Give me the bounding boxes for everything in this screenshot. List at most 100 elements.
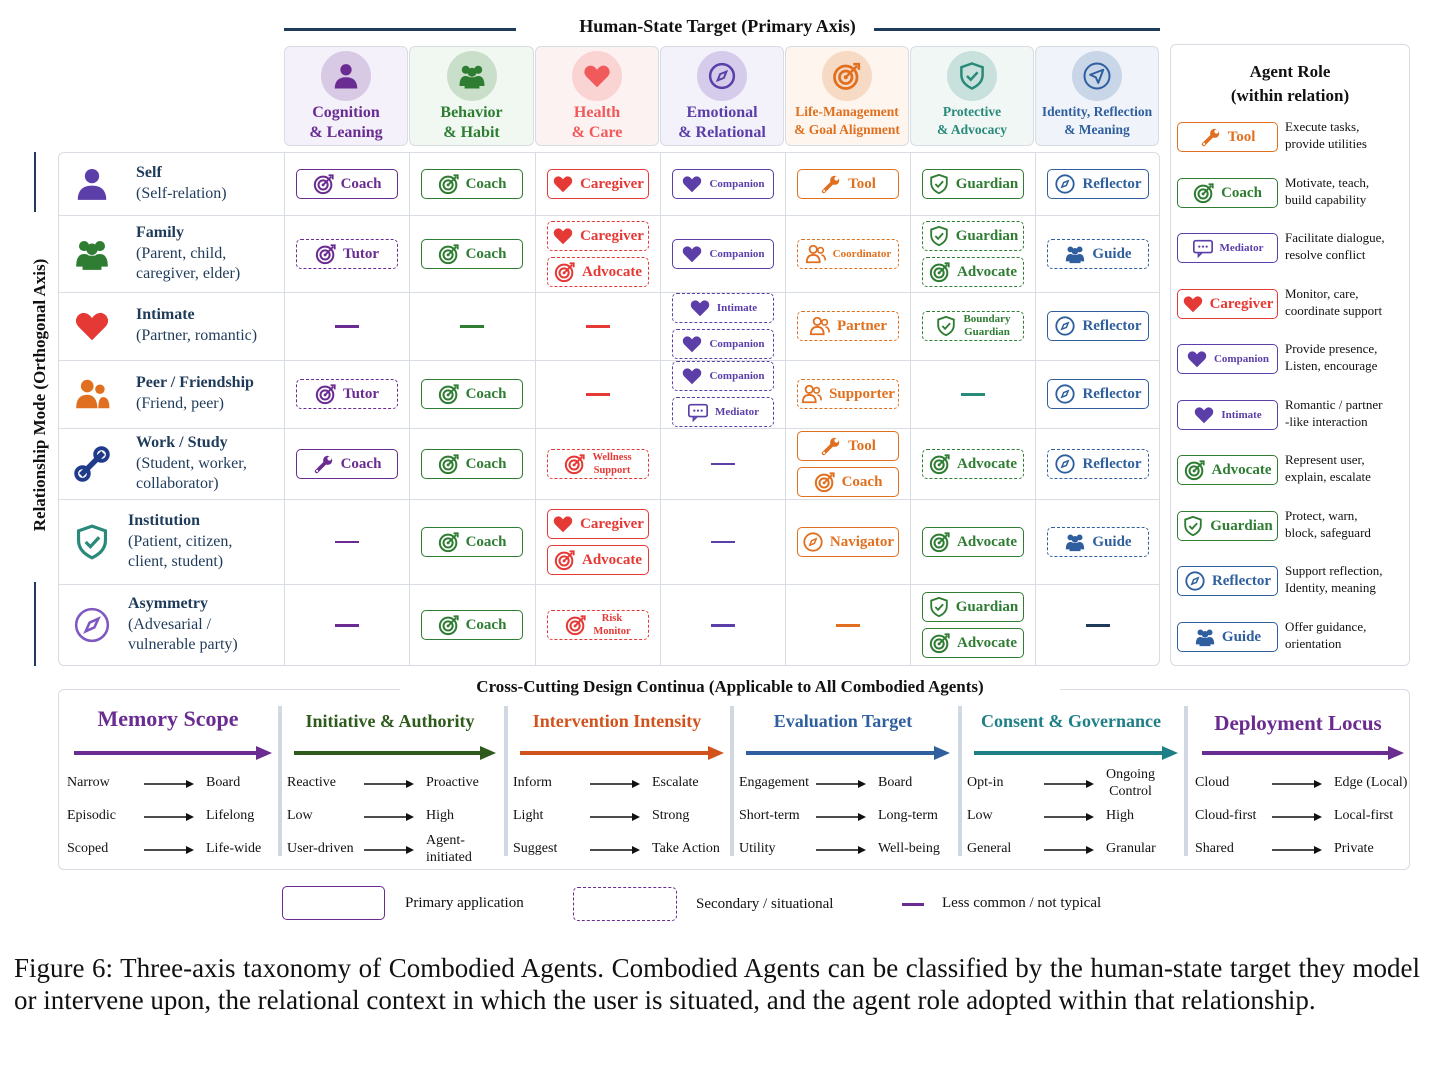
role-badge-label: Coach	[340, 175, 382, 192]
row-subtitle: (Friend, peer)	[136, 395, 224, 412]
heart-icon	[689, 297, 711, 319]
column-header: Identity, Reflection & Meaning	[1035, 46, 1159, 146]
continuum-low-end: Utility	[739, 841, 776, 856]
continuum-low-end: Engagement	[739, 775, 809, 790]
role-badge-label: Risk Monitor	[593, 613, 631, 637]
legend-primary-swatch	[282, 886, 385, 920]
friends-icon	[70, 372, 114, 416]
compass-icon	[1054, 173, 1076, 195]
role-badge: Guardian	[922, 592, 1024, 622]
role-badge: Navigator	[797, 527, 899, 557]
continuum-high-end: Proactive	[426, 775, 479, 790]
role-badge-label: Guide	[1221, 628, 1262, 645]
row-title: Self	[136, 164, 162, 181]
role-badge-label: Supporter	[829, 385, 895, 402]
continuum-small-arrow	[1272, 813, 1322, 821]
friends-icon	[809, 315, 831, 337]
grid-row-divider	[58, 292, 1160, 293]
role-badge: Reflector	[1047, 379, 1149, 409]
vertical-axis-rule-bottom	[34, 582, 36, 666]
people-icon	[70, 232, 114, 276]
grid-col-divider	[409, 152, 410, 666]
role-badge-label: Advocate	[957, 533, 1017, 550]
heart-icon	[552, 225, 574, 247]
row-subtitle: (Patient, citizen, client, student)	[128, 533, 233, 570]
not-typical-dash	[585, 393, 610, 396]
row-header: Institution (Patient, citizen, client, st…	[60, 499, 284, 584]
taxonomy-grid	[58, 152, 1160, 666]
continuum-low-end: User-driven	[287, 841, 354, 856]
role-badge-label: Coordinator	[832, 247, 892, 260]
role-badge-label: Caregiver	[580, 515, 644, 532]
role-badge: Tool	[797, 431, 899, 461]
continuum-high-end: Escalate	[652, 775, 699, 790]
continuum-small-arrow	[816, 780, 866, 788]
grid-col-divider	[535, 152, 536, 666]
role-badge-label: Coach	[465, 616, 507, 633]
heart-icon	[552, 173, 574, 195]
role-badge-label: Companion	[709, 369, 765, 382]
role-badge: Advocate	[547, 545, 649, 575]
compass-icon	[697, 51, 747, 101]
role-description: Represent user, explain, escalate	[1285, 452, 1371, 484]
continuum-low-end: Cloud-first	[1195, 808, 1257, 823]
continuum-small-arrow	[1272, 846, 1322, 854]
people-icon	[446, 51, 497, 101]
continuum-small-arrow	[590, 813, 640, 821]
target-icon	[1193, 182, 1215, 204]
grid-row-divider	[58, 215, 1160, 216]
role-description: Support reflection, Identity, meaning	[1285, 563, 1383, 595]
continuum-high-end: Take Action	[652, 841, 720, 856]
heart-icon	[681, 173, 703, 195]
target-icon	[438, 173, 460, 195]
row-title: Peer / Friendship	[136, 374, 254, 391]
continuum-arrow	[74, 746, 272, 760]
target-icon	[929, 531, 951, 553]
role-badge-label: Tutor	[342, 245, 380, 262]
row-subtitle: (Partner, romantic)	[136, 327, 258, 344]
role-badge: Guide	[1177, 622, 1278, 652]
continuum-arrow	[1202, 746, 1404, 760]
continua-separator	[958, 706, 962, 856]
grid-col-divider	[660, 152, 661, 666]
not-typical-dash	[710, 624, 735, 627]
role-description: Monitor, care, coordinate support	[1285, 286, 1383, 318]
role-badge-label: Coach	[465, 385, 507, 402]
role-badge: Companion	[672, 169, 774, 199]
column-header-label: Protective & Advocacy	[936, 104, 1008, 137]
row-title: Intimate	[136, 306, 195, 323]
grid-col-divider	[785, 152, 786, 666]
grid-row-divider	[58, 584, 1160, 585]
role-badge: Guardian	[922, 169, 1024, 199]
role-badge-label: Advocate	[957, 263, 1017, 280]
role-badge: Caregiver	[547, 509, 649, 539]
role-badge: Reflector	[1047, 449, 1149, 479]
row-header: Asymmetry(Advesarial / vulnerable party)	[60, 584, 284, 666]
row-title: Institution	[128, 512, 201, 529]
continuum-small-arrow	[1272, 780, 1322, 788]
chat-icon	[687, 401, 709, 423]
role-badge: Mediator	[672, 397, 774, 427]
role-badge: Risk Monitor	[547, 610, 649, 640]
people-icon	[1064, 243, 1086, 265]
continuum-small-arrow	[1044, 780, 1094, 788]
role-badge-label: Reflector	[1082, 455, 1142, 472]
role-badge-label: Mediator	[1219, 241, 1264, 254]
role-badge-label: Companion	[709, 247, 765, 260]
continuum-small-arrow	[144, 846, 194, 854]
role-badge: Coach	[421, 610, 523, 640]
continuum-high-end: Lifelong	[206, 808, 255, 823]
heart-icon	[681, 333, 703, 355]
not-typical-dash	[460, 325, 484, 328]
role-badge: Advocate	[922, 449, 1024, 479]
heart-icon	[572, 51, 622, 101]
heart-icon	[1193, 404, 1215, 426]
target-icon	[929, 632, 951, 654]
wrench-icon	[313, 453, 335, 475]
continuum-arrow	[294, 746, 496, 760]
role-badge-label: Guardian	[955, 227, 1019, 244]
heart-icon	[681, 365, 703, 387]
role-badge: Coach	[296, 449, 398, 479]
wrench-icon	[820, 173, 842, 195]
role-badge-label: Navigator	[829, 533, 895, 550]
